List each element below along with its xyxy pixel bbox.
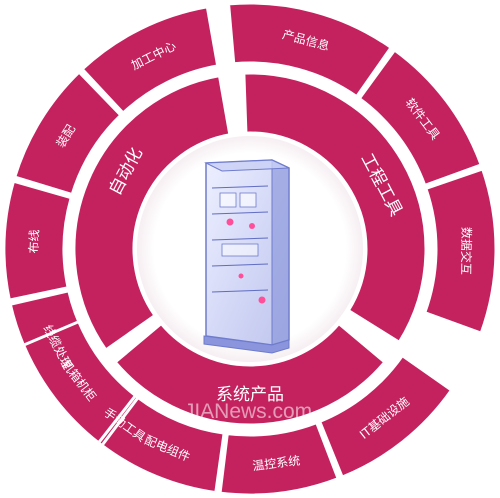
outer-segment-power-distribution[interactable] [99,395,226,495]
inner-ring [72,71,428,427]
outer-segment-product-info[interactable] [226,1,394,99]
electrical-cabinet-icon [203,159,290,354]
outer-segment-assembly[interactable] [12,69,123,197]
outer-label-climate-control: 温控系统 [252,454,301,474]
outer-segment-data-exchange[interactable] [422,167,498,336]
inner-label-system: 系统产品 [216,385,284,405]
outer-segment-machining-center[interactable] [80,4,220,116]
outer-segment-software-tools[interactable] [357,47,484,188]
inner-segment-automation[interactable] [72,73,232,353]
outer-segment-it-infrastructure[interactable] [317,353,454,480]
watermark: JIANews.com [184,400,312,423]
inner-segment-system[interactable] [113,321,387,427]
inner-segment-engineering[interactable] [242,71,428,345]
outer-segment-climate-control[interactable] [218,420,341,497]
outer-label-wiring: 布线 [27,229,42,253]
outer-segment-enclosures[interactable] [21,319,138,445]
outer-segment-wiring[interactable] [2,179,74,302]
outer-label-data-exchange: 数据交互 [459,227,474,275]
